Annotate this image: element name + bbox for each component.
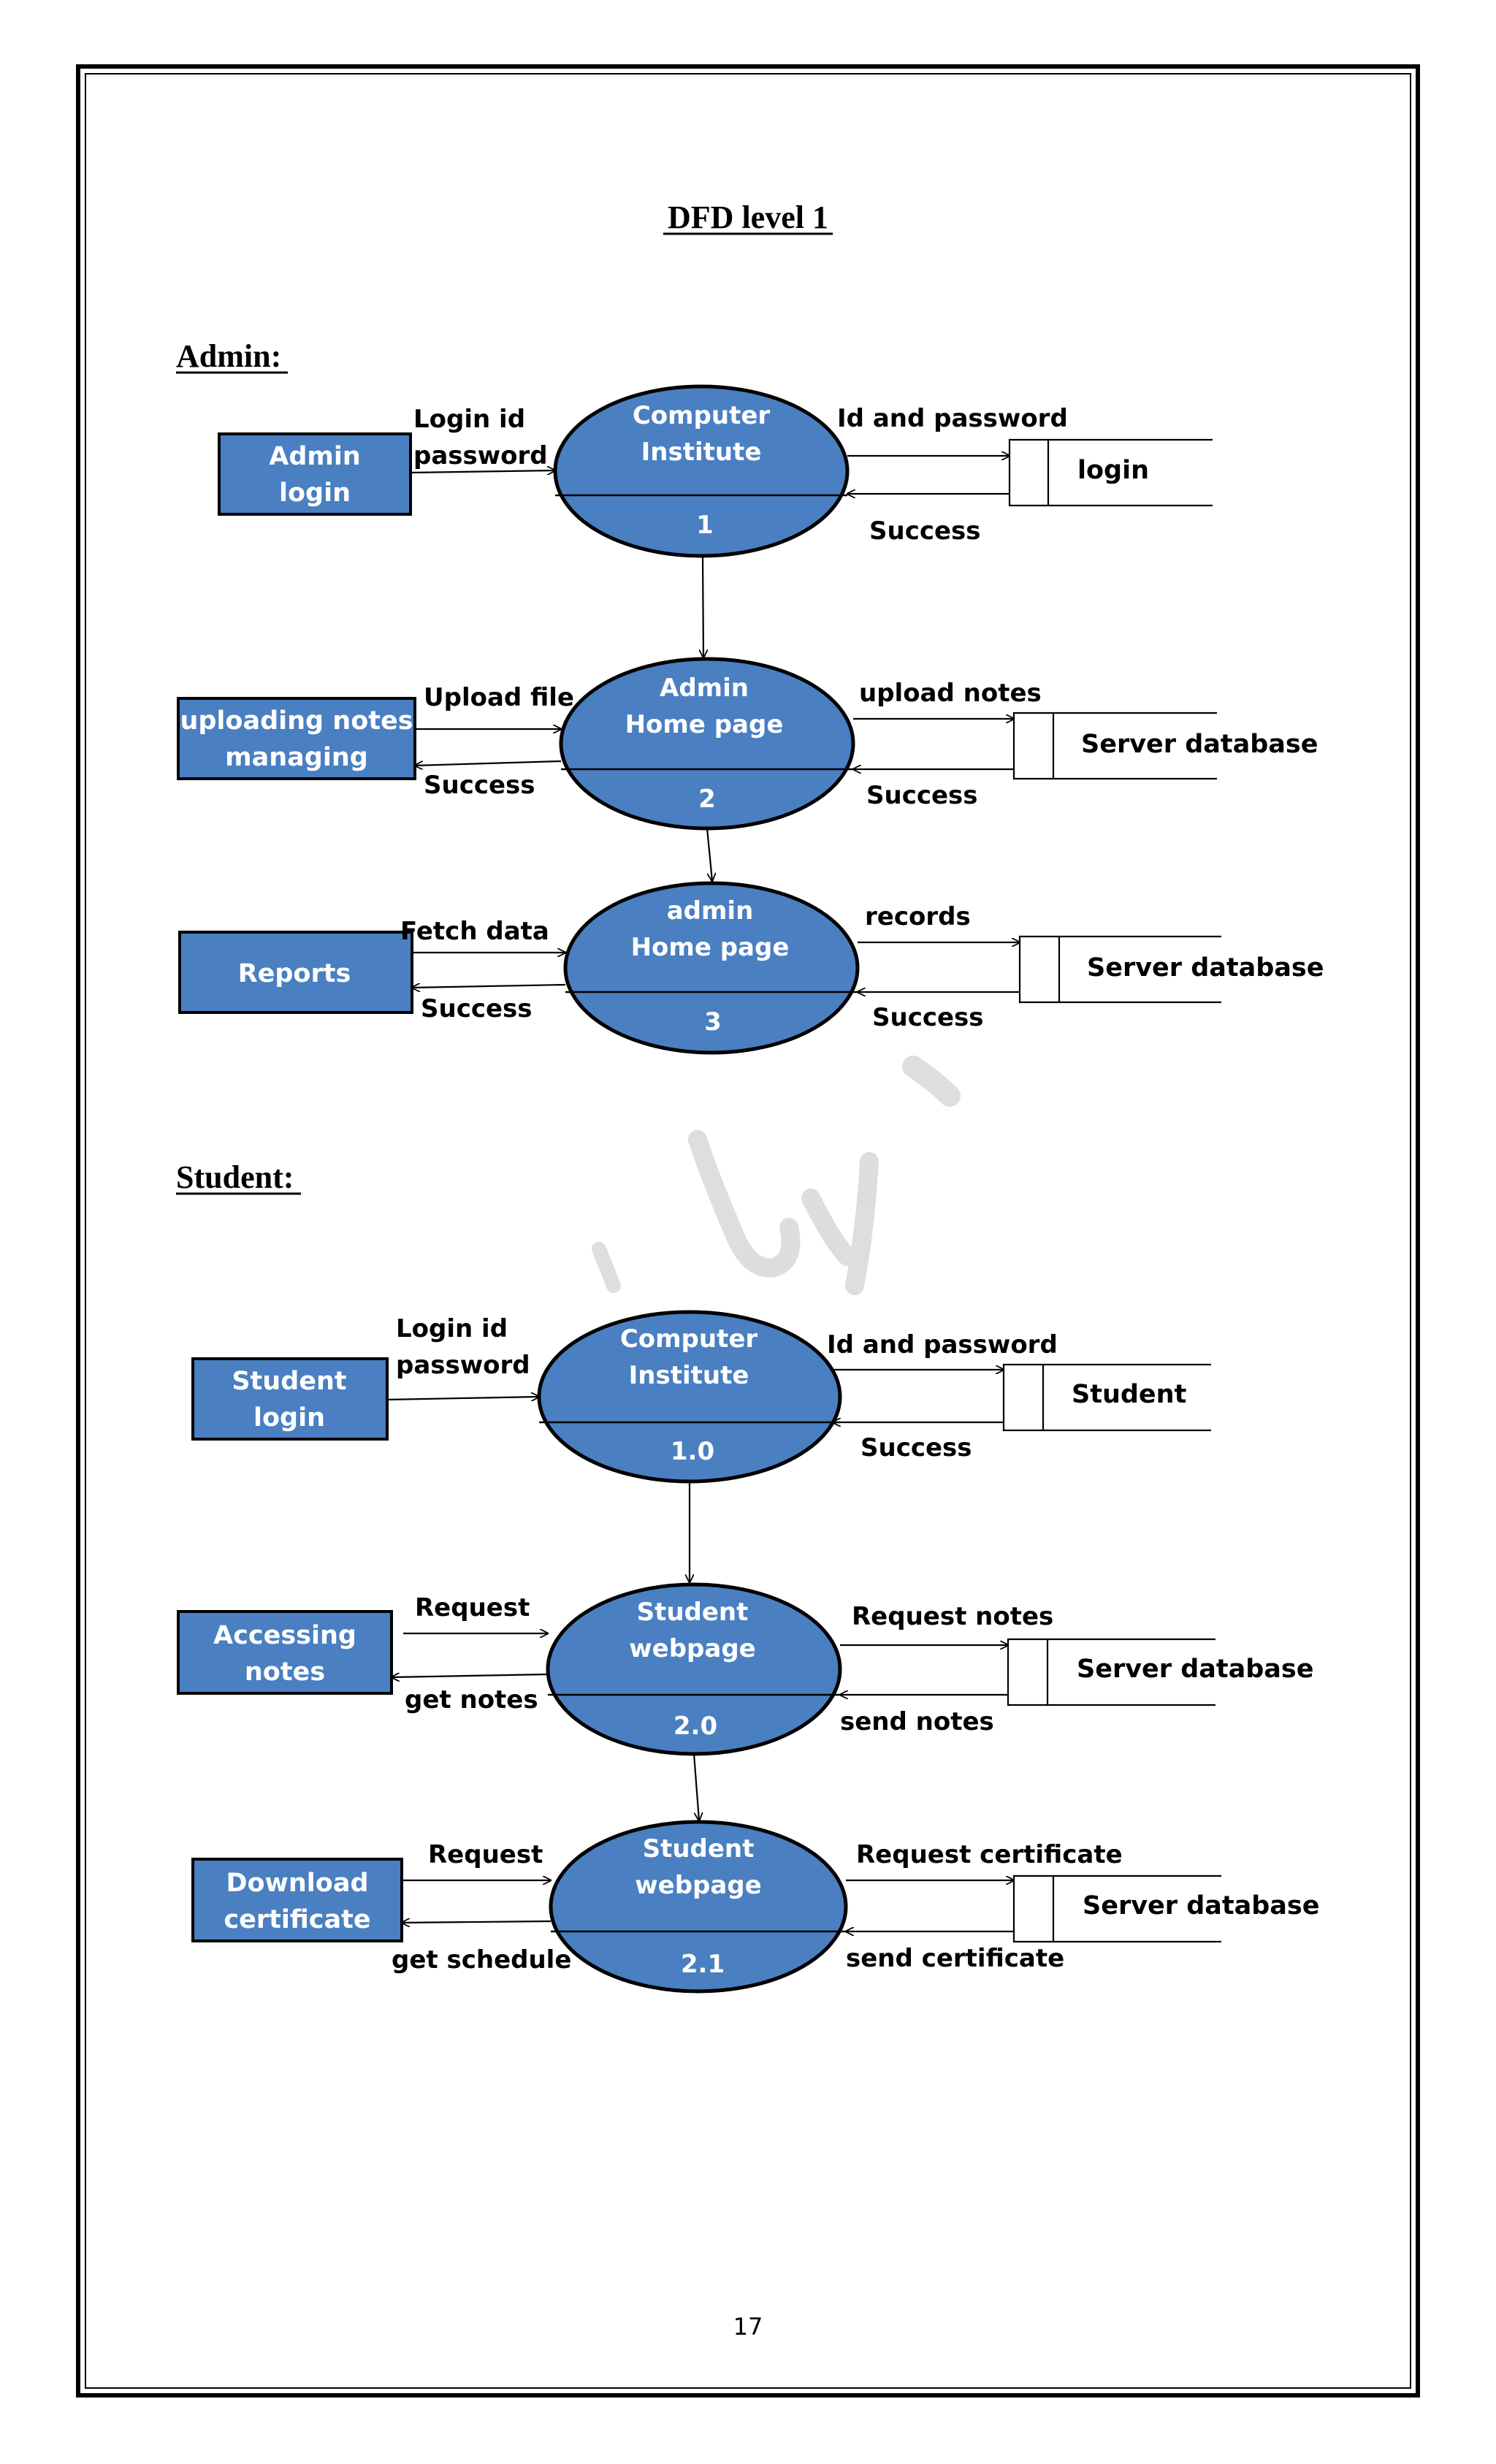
process-2-1-line1: Student	[643, 1834, 755, 1864]
entity-student-login-line1: Student	[232, 1367, 346, 1396]
flow-request-certificate-label: Request certificate	[856, 1840, 1123, 1869]
flow-student-login-id-label: Login id	[396, 1314, 508, 1343]
entity-download-certificate: Download certificate	[191, 1858, 403, 1942]
entity-accessing-notes-line1: Accessing	[213, 1621, 356, 1650]
flow-login-id-label: Login id	[413, 405, 525, 434]
store-server-database-admin-3: Server database	[1018, 935, 1324, 1004]
store-server-database-admin-2: Server database	[1012, 712, 1318, 780]
entity-reports: Reports	[178, 931, 413, 1014]
flow-request-notes-label: Request notes	[852, 1602, 1053, 1631]
flow-upload-notes-label: upload notes	[859, 679, 1042, 708]
store-login-label: login	[1077, 456, 1149, 485]
process-1-0-line2: Institute	[629, 1361, 749, 1390]
entity-accessing-notes-line2: notes	[245, 1658, 325, 1687]
process-1: Computer Institute 1	[553, 384, 850, 558]
store-server-database-student-3-label: Server database	[1083, 1891, 1319, 1921]
flow-p2-to-uploading	[415, 760, 562, 766]
entity-student-login-line2: login	[253, 1403, 325, 1433]
flow-send-notes-label: send notes	[840, 1707, 994, 1736]
flow-success-1-label: Success	[869, 516, 981, 546]
flow-student-id-and-password-label: Id and password	[827, 1330, 1058, 1359]
entity-accessing-notes: Accessing notes	[177, 1610, 393, 1695]
flow-student-password-label: password	[396, 1351, 530, 1380]
flow-records-label: records	[865, 902, 971, 931]
flow-p20-to-p21	[692, 1753, 699, 1820]
store-login: login	[1008, 438, 1213, 507]
flow-request-1-label: Request	[415, 1593, 530, 1622]
flow-success-right-2-label: Success	[866, 781, 978, 810]
flow-get-notes-label: get notes	[405, 1685, 538, 1714]
store-student: Student	[1002, 1363, 1211, 1432]
process-2: Admin Home page 2	[559, 657, 855, 831]
process-2-1: Student webpage 2.1	[549, 1820, 848, 1994]
flow-success-left-2-label: Success	[424, 771, 535, 800]
process-3: admin Home page 3	[563, 881, 860, 1055]
flow-fetch-data-label: Fetch data	[400, 917, 549, 946]
flow-password-label: password	[413, 441, 548, 470]
flow-student-success-label: Success	[860, 1433, 972, 1462]
flow-id-and-password-label: Id and password	[837, 404, 1068, 433]
store-server-database-student-2-label: Server database	[1077, 1655, 1313, 1684]
process-2-1-number: 2.1	[681, 1950, 725, 1979]
flow-student-login-to-p10	[386, 1397, 539, 1400]
store-server-database-admin-2-label: Server database	[1081, 730, 1318, 759]
entity-admin-login-line1: Admin	[269, 442, 361, 471]
process-2-0-number: 2.0	[673, 1712, 717, 1741]
process-2-1-line2: webpage	[635, 1871, 762, 1900]
process-1-0-line1: Computer	[620, 1324, 758, 1354]
process-3-line1: admin	[667, 896, 754, 926]
process-1-0: Computer Institute 1.0	[537, 1310, 842, 1484]
process-1-number: 1	[696, 511, 714, 540]
process-1-line1: Computer	[633, 401, 771, 430]
flow-success-left-3-label: Success	[421, 994, 533, 1023]
process-2-line2: Home page	[625, 710, 784, 739]
flow-get-schedule-label: get schedule	[392, 1945, 571, 1975]
process-3-line2: Home page	[631, 933, 790, 962]
process-2-0: Student webpage 2.0	[546, 1582, 842, 1756]
flow-upload-file-label: Upload file	[424, 683, 574, 712]
flow-p21-to-download	[402, 1921, 552, 1923]
entity-uploading-notes: uploading notes managing	[177, 697, 416, 780]
process-2-0-line2: webpage	[629, 1634, 756, 1663]
store-student-label: Student	[1072, 1380, 1186, 1409]
student-heading: Student:	[176, 1159, 294, 1195]
entity-download-certificate-line1: Download	[226, 1869, 368, 1898]
process-1-0-number: 1.0	[671, 1437, 714, 1466]
entity-reports-label: Reports	[238, 959, 351, 988]
flow-success-right-3-label: Success	[872, 1003, 984, 1032]
store-server-database-student-2: Server database	[1007, 1638, 1313, 1706]
flow-p3-to-reports	[412, 985, 566, 988]
page-border-inner	[85, 73, 1411, 2389]
process-2-number: 2	[698, 785, 716, 814]
flow-request-2-label: Request	[428, 1840, 543, 1869]
store-server-database-admin-3-label: Server database	[1087, 953, 1324, 983]
admin-heading: Admin:	[176, 338, 281, 374]
entity-admin-login: Admin login	[218, 432, 412, 516]
entity-uploading-notes-line2: managing	[225, 743, 368, 772]
page-title: DFD level 1	[668, 199, 828, 235]
flow-admin-login-to-p1	[410, 470, 555, 473]
process-2-line1: Admin	[660, 674, 749, 703]
process-1-line2: Institute	[641, 438, 762, 467]
store-server-database-student-3: Server database	[1012, 1874, 1319, 1943]
entity-download-certificate-line2: certificate	[224, 1905, 370, 1934]
flow-send-certificate-label: send certificate	[846, 1944, 1064, 1973]
process-3-number: 3	[704, 1007, 722, 1037]
watermark	[592, 1056, 961, 1295]
flow-p20-to-accessing	[392, 1674, 549, 1677]
entity-admin-login-line2: login	[279, 478, 351, 508]
entity-student-login: Student login	[191, 1357, 389, 1441]
flow-p2-to-p3	[706, 828, 712, 881]
page-border-outer	[76, 64, 1420, 2398]
process-2-0-line1: Student	[637, 1598, 749, 1627]
entity-uploading-notes-line1: uploading notes	[180, 706, 413, 736]
page-number: 17	[733, 2313, 763, 2341]
